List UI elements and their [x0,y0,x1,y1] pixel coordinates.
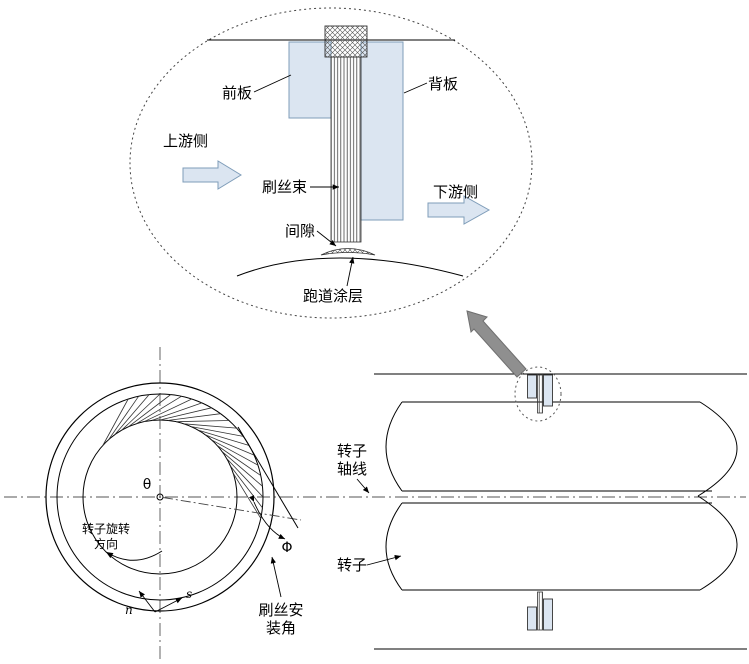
seal-highlight-circle [514,366,562,422]
s-label: s [186,587,192,601]
bristle-clamp-weld [324,25,368,58]
n-direction-arrow-icon [138,590,156,613]
bristle-bundle-label: 刷丝束 [262,178,307,196]
brush-seal-upper [514,366,562,422]
phi-angle-arc [249,495,286,540]
install-angle-leader [270,556,282,598]
bristle-direction-line [237,426,299,529]
upstream-flow-arrow-icon [182,160,242,190]
clearance-label: 间隙 [285,222,315,240]
front-plate-label: 前板 [222,84,252,102]
rotor-axis-label-line2: 轴线 [337,460,367,478]
front-plate-leader [253,74,292,93]
n-label: n [125,603,133,617]
detail-callout-arrow-icon [466,310,527,378]
install-angle-label-line2: 装角 [266,619,296,637]
center-mark [156,493,164,501]
rotor-surface-arc [236,257,464,277]
s-direction-arrow-icon [154,597,183,613]
rotation-direction-label-line2: 方向 [94,536,118,551]
front-plate [288,41,332,119]
downstream-flow-arrow-icon [427,195,491,225]
side-view: 转子 轴线 转子 [337,310,747,650]
back-plate-leader [403,82,428,94]
coating-leader [346,256,355,287]
rotor-body [385,401,738,591]
phi-label: Φ [281,540,292,556]
bristle-hatch [102,393,264,519]
rotor-axis-label-line1: 转子 [337,442,367,460]
clearance-leader [316,230,337,247]
theta-label: θ [143,477,152,493]
rotor-leader [366,555,402,566]
runway-coating [320,248,376,256]
downstream-label: 下游侧 [433,183,478,201]
install-angle-label-line1: 刷丝安 [258,601,303,619]
detail-boundary-ellipse [129,7,533,319]
upstream-label: 上游侧 [163,132,208,150]
bristle-pack [330,56,362,243]
rotor-label: 转子 [337,556,367,574]
front-view: θ 转子旋转 方向 Φ s n 刷丝安 装角 [45,347,304,660]
rotor-axis-leader [356,478,370,494]
back-plate [360,41,404,221]
detail-view: 前板 背板 上游侧 刷丝束 下游侧 间隙 跑道涂层 [129,7,533,319]
brush-seal-lower [527,591,553,631]
runway-coating-label: 跑道涂层 [303,287,363,305]
back-plate-label: 背板 [428,75,458,93]
rotation-direction-arrow-icon [105,550,163,561]
radial-construction-line [162,497,302,521]
rotation-direction-label-line1: 转子旋转 [82,521,130,536]
